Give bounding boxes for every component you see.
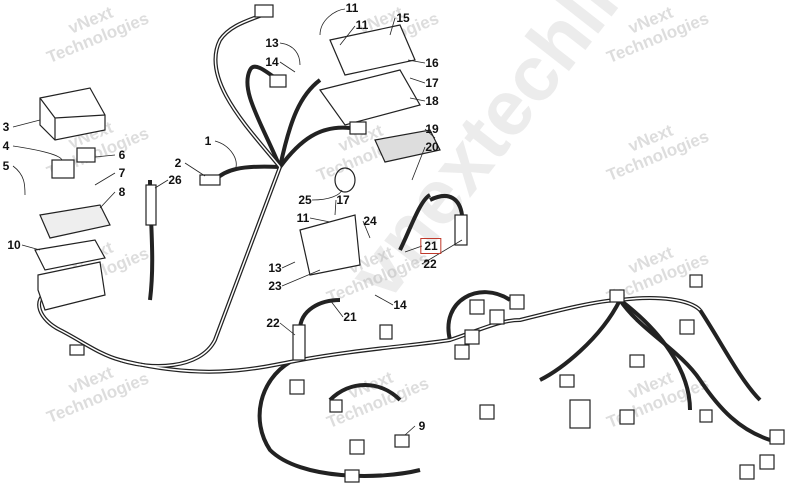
callout-22b: 22 xyxy=(266,316,280,330)
callout-11: 11 xyxy=(355,18,369,32)
callout-2: 2 xyxy=(174,156,182,170)
callout-26: 26 xyxy=(168,173,182,187)
callout-7: 7 xyxy=(118,166,126,180)
callout-14: 14 xyxy=(265,55,279,69)
fuse-box-cover xyxy=(39,87,106,141)
callout-18: 18 xyxy=(425,94,439,108)
callout-25: 25 xyxy=(298,193,312,207)
callout-1: 1 xyxy=(204,134,212,148)
callout-24: 24 xyxy=(363,214,377,228)
callout-17b: 17 xyxy=(336,193,350,207)
relay xyxy=(51,147,96,179)
connectors xyxy=(69,4,785,483)
clamp xyxy=(334,167,356,193)
sensor xyxy=(145,184,468,361)
callout-10: 10 xyxy=(7,238,21,252)
callout-16: 16 xyxy=(425,56,439,70)
callout-23: 23 xyxy=(268,279,282,293)
fuse-block xyxy=(34,239,106,311)
bracket xyxy=(299,214,361,276)
callout-22: 22 xyxy=(423,257,437,271)
ecu-module xyxy=(318,24,421,126)
callout-14b: 14 xyxy=(393,298,407,312)
callout-9: 9 xyxy=(418,419,426,433)
callout-17: 17 xyxy=(425,76,439,90)
callout-19: 19 xyxy=(425,122,439,136)
callout-20: 20 xyxy=(425,140,439,154)
callout-12: 11 xyxy=(345,1,359,15)
callout-21-highlighted[interactable]: 21 xyxy=(420,238,442,254)
fuse-panel xyxy=(39,204,111,239)
callout-5: 5 xyxy=(2,159,10,173)
callout-21: 21 xyxy=(343,310,357,324)
regulator xyxy=(374,129,441,163)
callout-4: 4 xyxy=(2,139,10,153)
leader-lines xyxy=(12,8,463,436)
callout-3: 3 xyxy=(2,120,10,134)
callout-13: 13 xyxy=(265,36,279,50)
callout-13b: 13 xyxy=(268,261,282,275)
callout-15: 15 xyxy=(396,11,410,25)
callout-6: 6 xyxy=(118,148,126,162)
callout-11b: 11 xyxy=(296,211,310,225)
callout-8: 8 xyxy=(118,185,126,199)
